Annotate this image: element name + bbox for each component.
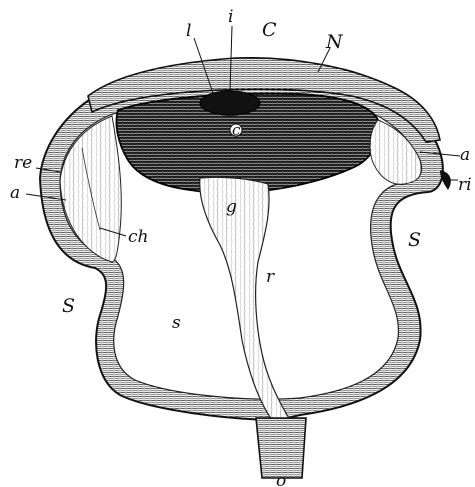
- label-S-left: S: [62, 295, 75, 317]
- label-r: r: [266, 267, 275, 287]
- label-S-right: S: [408, 229, 421, 251]
- label-g: g: [226, 197, 237, 217]
- central-body: [200, 91, 260, 115]
- base-o: [256, 418, 306, 478]
- label-N: N: [325, 31, 344, 53]
- label-c: c: [232, 121, 241, 139]
- label-o: o: [276, 471, 286, 487]
- label-i: i: [228, 7, 233, 27]
- label-a-left: a: [10, 183, 20, 203]
- label-s: s: [172, 313, 181, 333]
- label-re: re: [14, 153, 32, 173]
- label-C: C: [262, 19, 277, 41]
- label-a-right: a: [460, 145, 470, 165]
- label-l: l: [186, 21, 191, 41]
- label-ch: ch: [128, 227, 148, 247]
- label-ri: ri: [458, 175, 472, 195]
